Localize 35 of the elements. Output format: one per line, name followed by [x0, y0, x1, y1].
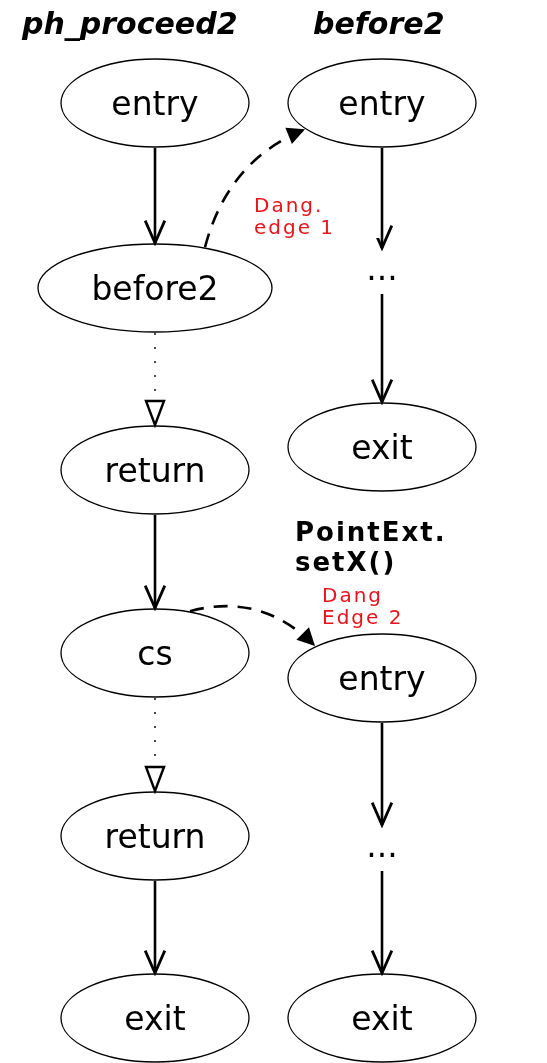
- method-heading: PointExt. setX(): [295, 518, 448, 578]
- arrow: [144, 697, 166, 793]
- ellipse-node: [287, 58, 477, 148]
- column-heading: before2: [313, 6, 445, 41]
- node-label: return: [104, 816, 206, 856]
- node-label: exit: [124, 998, 186, 1038]
- ellipse-node: [60, 58, 250, 148]
- node-label: entry: [338, 658, 426, 698]
- node-label: return: [104, 450, 206, 490]
- ellipse-node: [60, 608, 250, 698]
- column-heading: ph_proceed2: [22, 6, 238, 41]
- node-label: before2: [91, 268, 219, 308]
- node-label: cs: [137, 633, 173, 673]
- ellipse-node: [287, 633, 477, 723]
- arrow: [203, 128, 306, 248]
- ellipse-node: [60, 973, 250, 1063]
- arrow: [143, 148, 167, 245]
- ellipse-node: [287, 402, 477, 492]
- arrow: [189, 604, 316, 648]
- arrow: [143, 515, 167, 610]
- arrow: [370, 723, 394, 827]
- ellipsis-text: ...: [352, 248, 412, 288]
- node-label: entry: [338, 83, 426, 123]
- ellipse-node: [287, 973, 477, 1063]
- ellipse-node: [60, 425, 250, 515]
- arrow: [143, 881, 167, 975]
- node-label: exit: [351, 998, 413, 1038]
- ellipse-node: [60, 791, 250, 881]
- node-label: entry: [111, 83, 199, 123]
- arrow: [370, 294, 394, 404]
- arrow: [370, 871, 394, 975]
- node-label: exit: [351, 427, 413, 467]
- ellipsis-text: ...: [352, 825, 412, 865]
- arrow: [144, 332, 166, 427]
- ellipse-node: [37, 243, 273, 333]
